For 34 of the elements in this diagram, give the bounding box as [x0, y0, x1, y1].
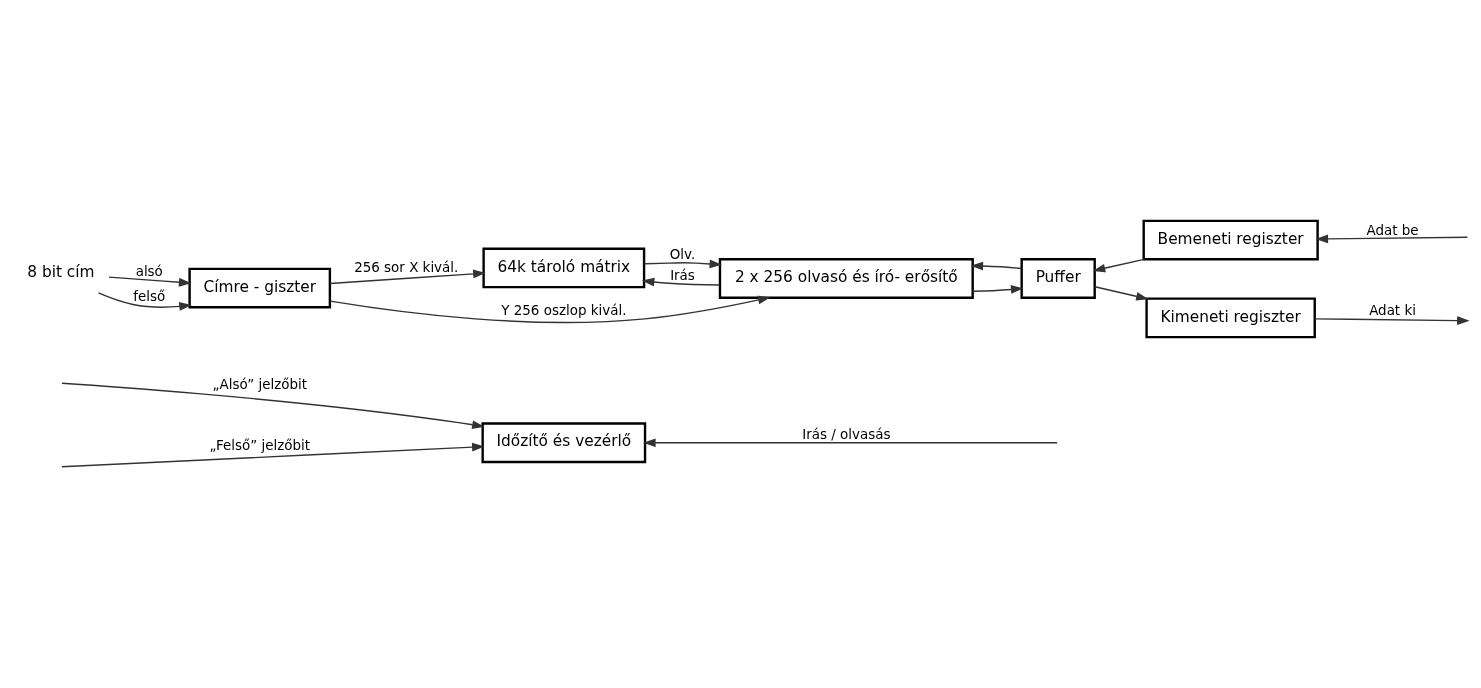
edge-label: felső — [133, 288, 166, 304]
node-box: Kimeneti regiszter — [1145, 297, 1316, 339]
edge-label: Y 256 oszlop kivál. — [501, 303, 627, 319]
node-box: Időzítő és vezérlő — [481, 422, 647, 464]
node-box: 2 x 256 olvasó és író- erősítő — [718, 258, 974, 299]
arrow — [97, 292, 192, 311]
edge-label: Adat ki — [1369, 303, 1416, 319]
arrow — [329, 269, 486, 285]
arrow — [641, 277, 721, 287]
arrow — [1314, 316, 1470, 326]
edge-label: „Felső” jelzőbit — [209, 437, 310, 453]
edge-label: Irás — [670, 267, 695, 283]
edge-label: alsó — [135, 263, 163, 279]
edge-label: „Alsó” jelzőbit — [212, 377, 308, 393]
node-box: 64k tároló mátrix — [482, 247, 646, 289]
arrow — [108, 276, 192, 287]
arrow — [329, 295, 771, 324]
arrow — [1315, 234, 1469, 244]
arrow — [643, 259, 723, 269]
arrow — [1094, 286, 1149, 301]
arrow — [61, 382, 485, 430]
edge-label: Irás / olvasás — [802, 427, 891, 443]
arrow — [972, 285, 1024, 294]
edge-label: 256 sor X kivál. — [354, 259, 459, 275]
node-box: Bemeneti regiszter — [1142, 219, 1319, 261]
edge-label: Adat be — [1366, 222, 1419, 238]
arrow — [970, 261, 1022, 271]
arrow — [1092, 258, 1145, 273]
node-box: Puffer — [1020, 258, 1096, 299]
arrow — [643, 438, 1058, 448]
arrow — [61, 442, 485, 468]
node-text: 8 bit cím — [27, 263, 95, 282]
node-box: Címre - giszter — [188, 267, 332, 309]
edge-label: Olv. — [669, 247, 696, 263]
